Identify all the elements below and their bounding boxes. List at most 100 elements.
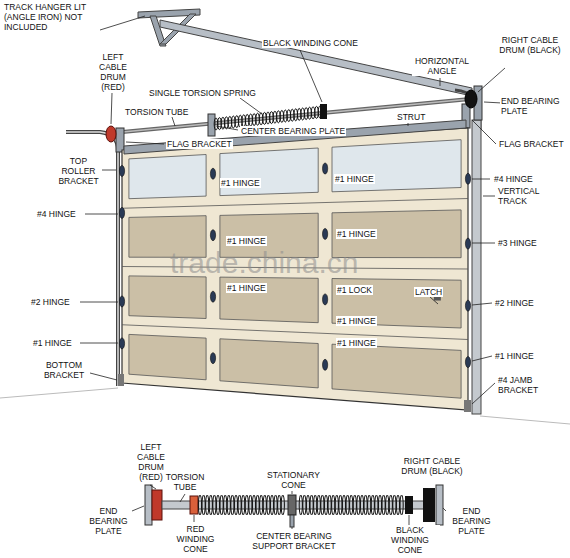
- part-label: #4 HINGE: [36, 209, 77, 219]
- hinge: [210, 168, 215, 179]
- hinge: [465, 357, 470, 368]
- spring-coil: [216, 495, 219, 515]
- spring-coil: [278, 495, 281, 515]
- part-label: SINGLE TORSION SPRING: [148, 88, 257, 98]
- part-label: END BEARING PLATE: [85, 506, 132, 536]
- part-label: FLAG BRACKET: [166, 139, 233, 149]
- spring-coil: [393, 495, 396, 515]
- door-panel: [220, 277, 318, 323]
- section-joint: [122, 325, 468, 340]
- spring-coil: [245, 495, 248, 515]
- spring-coil: [249, 495, 252, 515]
- part-label: #1 HINGE: [226, 283, 267, 293]
- door-panel: [220, 339, 318, 388]
- spring-coil: [270, 495, 273, 515]
- hinge: [323, 228, 328, 239]
- section-joint: [122, 199, 468, 209]
- spring-coil: [378, 495, 381, 515]
- part-label: HORIZONTAL ANGLE: [412, 56, 472, 76]
- spring-coil: [314, 495, 317, 515]
- spring-coil: [263, 495, 266, 515]
- spring-coil: [371, 495, 374, 515]
- hinge: [465, 173, 470, 184]
- hinge: [119, 165, 124, 176]
- spring-coil: [386, 495, 389, 515]
- window-panel: [332, 140, 461, 192]
- part-label: BOTTOM BRACKET: [38, 360, 90, 380]
- part-label: END BEARING PLATE: [448, 506, 495, 536]
- spring-coil: [242, 495, 245, 515]
- spring-coil: [231, 495, 234, 515]
- part-label: #3 HINGE: [497, 238, 538, 248]
- spring-coil: [318, 106, 322, 118]
- spring-coil: [252, 495, 255, 515]
- spring-coil: [382, 495, 385, 515]
- hinge: [119, 338, 124, 349]
- part-label: LEFT CABLE DRUM (RED): [92, 52, 134, 92]
- part-label: #1 HINGE: [334, 174, 375, 184]
- spring-coil: [400, 495, 403, 515]
- part-label: #4 HINGE: [493, 174, 534, 184]
- window-panel: [220, 148, 318, 196]
- spring-coil: [267, 495, 270, 515]
- spring-coil: [220, 495, 223, 515]
- part-label: #4 JAMB BRACKET: [497, 375, 549, 395]
- part-label: RIGHT CABLE DRUM (BLACK): [494, 35, 566, 55]
- spring-coil: [364, 495, 367, 515]
- hinge: [323, 163, 328, 174]
- spring-coil: [342, 495, 345, 515]
- spring-coil: [202, 495, 205, 515]
- part-label: #1 HINGE: [336, 338, 377, 348]
- part-label: VERTICAL TRACK: [497, 186, 554, 206]
- part-label: #1 HINGE: [226, 236, 267, 246]
- spring-coil: [375, 495, 378, 515]
- spring-coil: [368, 495, 371, 515]
- part-label: BLACK WINDING CONE: [380, 525, 440, 555]
- spring-coil: [256, 495, 259, 515]
- door-body: [122, 128, 468, 410]
- spring-coil: [299, 495, 302, 515]
- part-label: LATCH: [414, 287, 443, 297]
- window-panel: [129, 155, 206, 199]
- part-label: TRACK HANGER LIT (ANGLE IRON) NOT INCLUD…: [3, 2, 100, 32]
- spring-coil: [335, 495, 338, 515]
- spring-coil: [227, 495, 230, 515]
- spring-coil: [224, 495, 227, 515]
- spring-coil: [350, 495, 353, 515]
- spring-coil: [234, 495, 237, 515]
- spring-coil: [324, 495, 327, 515]
- part-label: STATIONARY CONE: [260, 470, 327, 490]
- hinge: [210, 353, 215, 364]
- hinge: [465, 238, 470, 249]
- spring-coil: [328, 495, 331, 515]
- spring-coil: [281, 495, 284, 515]
- spring-coil: [213, 495, 216, 515]
- hinge: [210, 291, 215, 302]
- spring-coil: [396, 495, 399, 515]
- spring-coil: [360, 495, 363, 515]
- door-panel: [129, 334, 206, 379]
- spring-coil: [346, 495, 349, 515]
- spring-coil: [339, 495, 342, 515]
- spring-coil: [238, 495, 241, 515]
- part-label: #2 HINGE: [30, 297, 71, 307]
- part-label: RIGHT CABLE DRUM (BLACK): [396, 456, 468, 476]
- part-label: TORSION TUBE: [124, 107, 189, 117]
- part-label: TOP ROLLER BRACKET: [55, 156, 102, 186]
- spring-coil: [321, 495, 324, 515]
- spring-coil: [260, 495, 263, 515]
- hinge: [323, 294, 328, 305]
- part-label: #1 HINGE: [494, 351, 535, 361]
- part-label: CENTER BEARING SUPPORT BRACKET: [238, 531, 350, 551]
- part-label: RED WINDING CONE: [172, 524, 219, 554]
- spring-coil: [209, 495, 212, 515]
- door-panel: [129, 276, 206, 319]
- part-label: CENTER BEARING PLATE: [240, 126, 346, 136]
- hinge: [119, 207, 124, 218]
- door-panel: [332, 279, 461, 329]
- hinge: [465, 300, 470, 311]
- door-panel: [332, 344, 461, 398]
- spring-coil: [303, 495, 306, 515]
- part-label: #1 HINGE: [336, 229, 377, 239]
